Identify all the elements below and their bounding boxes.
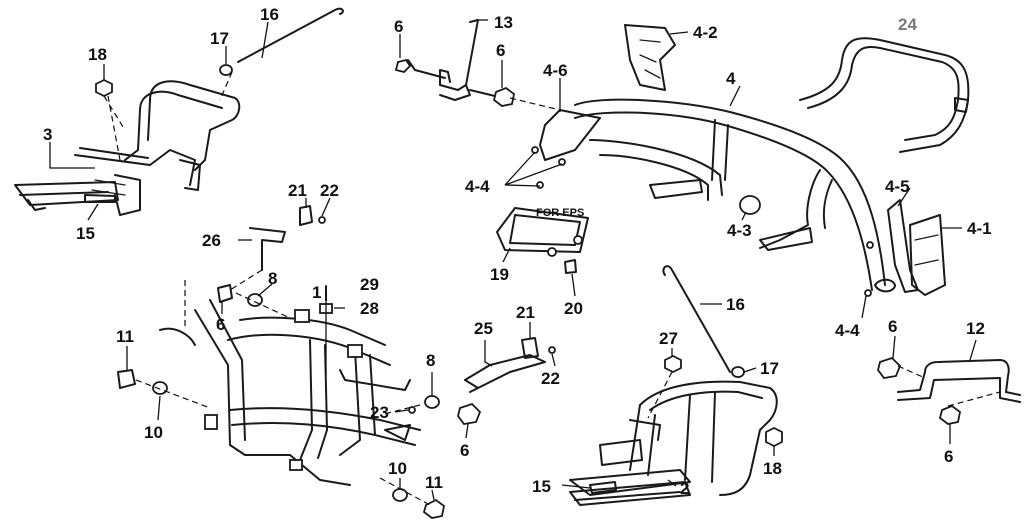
grab-bar-24 — [799, 37, 970, 153]
bolt-6c — [217, 284, 233, 303]
rod-16 — [237, 7, 344, 63]
plate-4-5 — [887, 199, 919, 293]
clip-21a — [299, 205, 313, 226]
label-11a: 11 — [116, 327, 134, 346]
clip-21b — [521, 337, 539, 359]
bolt-15 — [84, 194, 116, 203]
screw-22a — [318, 216, 326, 224]
assembly-lines — [103, 71, 1001, 506]
front-bumper-4 — [574, 98, 896, 293]
label-6a: 6 — [394, 17, 403, 36]
screws-4-4 — [531, 146, 874, 297]
label-6b: 6 — [496, 41, 505, 60]
bolt-6a — [394, 58, 446, 79]
label-2: 2 — [680, 479, 689, 498]
label-4-4a: 4-4 — [465, 177, 490, 196]
label-29: 29 — [360, 275, 379, 294]
label-6c: 6 — [216, 315, 225, 334]
label-11b: 11 — [425, 473, 443, 492]
washer-23 — [408, 406, 416, 414]
washer-17b — [731, 366, 745, 378]
guard-4-2 — [624, 24, 676, 91]
label-8b: 8 — [426, 351, 435, 370]
label-23: 23 — [370, 403, 389, 422]
bracket-26 — [249, 227, 286, 271]
label-18a: 18 — [88, 45, 107, 64]
label-21b: 21 — [516, 303, 535, 322]
label-10a: 10 — [144, 423, 163, 442]
label-15b: 15 — [532, 477, 551, 496]
label-8a: 8 — [268, 269, 277, 288]
bracket-12 — [897, 359, 1021, 403]
label-4-5: 4-5 — [885, 177, 910, 196]
bolt-15b — [589, 481, 617, 494]
label-27: 27 — [659, 329, 678, 348]
label-3: 3 — [43, 125, 52, 144]
label-22b: 22 — [541, 369, 560, 388]
bolt-6d — [457, 402, 482, 425]
washer-10a — [152, 381, 168, 395]
label-13: 13 — [494, 13, 513, 32]
label-15a: 15 — [76, 224, 95, 243]
eps-bracket-19 — [496, 207, 589, 257]
nut-27 — [664, 354, 682, 374]
label-4-6: 4-6 — [543, 61, 568, 80]
label-26: 26 — [202, 231, 221, 250]
label-6f: 6 — [944, 447, 953, 466]
label-25: 25 — [474, 319, 493, 338]
main-frame-1 — [159, 299, 421, 486]
callout-labels: 16 18 17 3 15 6 13 6 4-6 4-2 4 4-4 4-3 2… — [43, 5, 992, 498]
cover-4-1 — [909, 214, 946, 296]
label-12: 12 — [966, 319, 985, 338]
label-21a: 21 — [288, 181, 307, 200]
label-16b: 16 — [726, 295, 745, 314]
front-rack-2 — [569, 380, 778, 506]
note-for-eps: FOR EPS — [536, 207, 584, 219]
label-20: 20 — [564, 299, 583, 318]
screw-22b — [548, 346, 556, 354]
bracket-13 — [439, 19, 479, 101]
label-24: 24 — [898, 15, 917, 34]
label-16a: 16 — [260, 5, 279, 24]
label-4-2: 4-2 — [693, 23, 718, 42]
washer-17 — [219, 64, 233, 76]
bracket-4-6 — [539, 109, 601, 161]
washer-10b — [392, 488, 408, 502]
bolt-20 — [564, 259, 577, 274]
label-6d: 6 — [460, 441, 469, 460]
bolt-6e — [877, 356, 902, 379]
label-22a: 22 — [320, 181, 339, 200]
bracket-25 — [464, 354, 546, 393]
label-28: 28 — [360, 299, 379, 318]
nut-18b — [765, 426, 783, 448]
label-18b: 18 — [763, 459, 782, 478]
bolt-6b — [469, 86, 515, 107]
nut-18 — [95, 78, 113, 98]
label-1: 1 — [312, 283, 321, 302]
rod-16b — [662, 265, 731, 373]
label-4: 4 — [726, 69, 736, 88]
leader-lines — [49, 19, 977, 501]
label-19: 19 — [490, 265, 509, 284]
rear-rack-3 — [14, 80, 241, 216]
label-4-3: 4-3 — [727, 221, 752, 240]
bolt-6f — [938, 404, 961, 425]
label-6e: 6 — [888, 317, 897, 336]
washer-8b — [424, 395, 440, 409]
label-10b: 10 — [388, 459, 407, 478]
label-17a: 17 — [210, 29, 229, 48]
label-4-1: 4-1 — [967, 219, 992, 238]
cap-4-3 — [739, 195, 761, 215]
bolt-11a — [117, 369, 136, 389]
label-4-4b: 4-4 — [835, 321, 860, 340]
label-17b: 17 — [760, 359, 779, 378]
